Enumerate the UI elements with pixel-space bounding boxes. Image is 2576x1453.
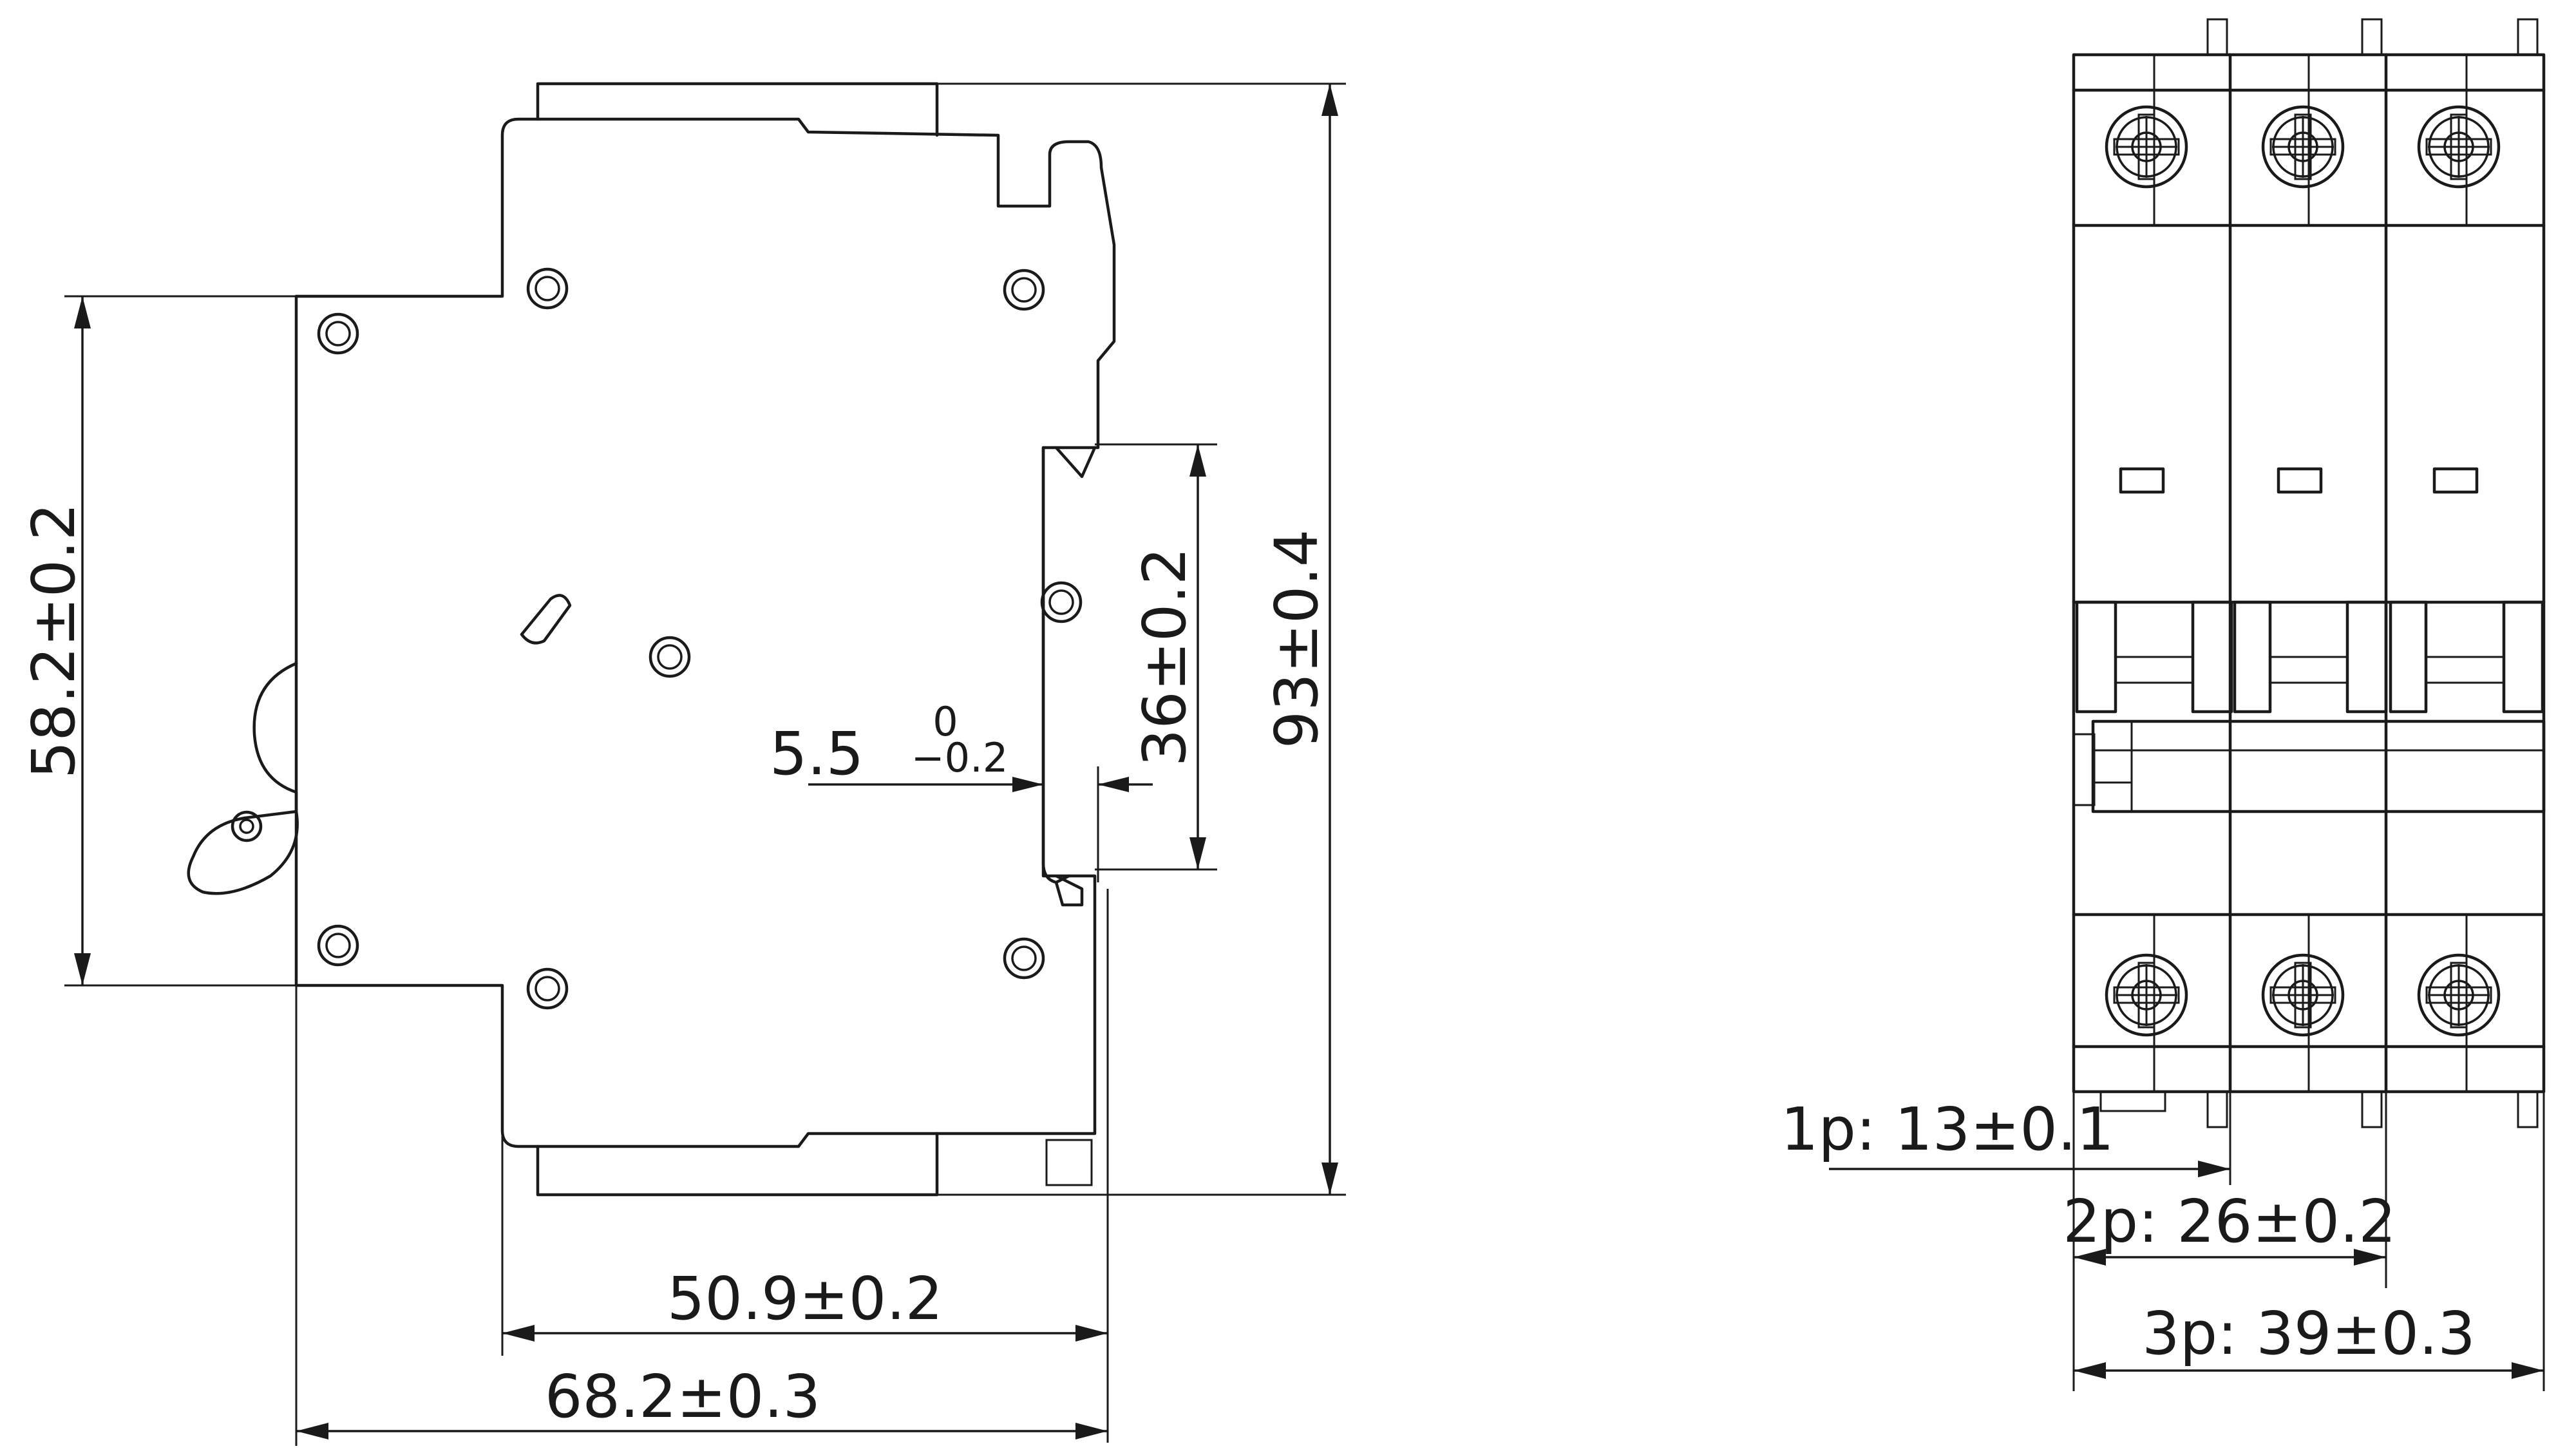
front-toggle-handles	[2075, 600, 2544, 714]
rivet	[1005, 271, 1043, 309]
side-top-cap	[536, 82, 939, 137]
side-rail-clip	[1041, 446, 1071, 884]
dim-rail-height-label: 36±0.2	[1130, 547, 1199, 766]
handle-tie-bar	[2091, 719, 2546, 813]
rivet	[319, 314, 357, 353]
dim-rail-depth-label: 5.5	[770, 719, 864, 788]
indicator-window	[2432, 467, 2479, 494]
dim-width-2p-label: 2p: 26±0.2	[2063, 1187, 2396, 1256]
dim-depth-body-label: 50.9±0.2	[667, 1264, 943, 1333]
rivet	[528, 969, 567, 1008]
dim-width-1p: 1p: 13±0.1	[1781, 1092, 2231, 1185]
screw-terminal	[2263, 955, 2343, 1035]
handle-pivot	[231, 810, 263, 842]
dim-depth-body: 50.9±0.2	[501, 889, 1109, 1443]
dim-height-mount-label: 58.2±0.2	[19, 503, 88, 779]
dim-rail-depth-tol-upper: 0	[933, 698, 958, 745]
dim-height-total: 93±0.4	[1262, 84, 1338, 1195]
rivet	[650, 638, 689, 676]
screw-terminal	[2107, 955, 2186, 1035]
rivet	[528, 269, 567, 308]
dim-width-3p-label: 3p: 39±0.3	[2142, 1299, 2476, 1368]
side-bottom-cap	[536, 1132, 939, 1197]
side-view: 93±0.4 58.2±0.2 36±0.2 5.5	[19, 82, 1346, 1446]
dim-depth-total-label: 68.2±0.3	[545, 1362, 820, 1431]
front-view: 1p: 13±0.1 2p: 26±0.2 3p: 39±0.3	[1781, 18, 2546, 1391]
dim-width-3p: 3p: 39±0.3	[2074, 1092, 2545, 1391]
indicator-window	[2277, 467, 2323, 494]
dim-height-total-label: 93±0.4	[1262, 529, 1331, 748]
dim-rail-depth: 5.5 0 −0.2	[770, 698, 1153, 882]
dim-rail-depth-tol-lower: −0.2	[911, 734, 1009, 781]
side-body-outline	[294, 117, 1116, 1148]
rivet	[1042, 583, 1081, 622]
side-indicator-slot	[520, 594, 572, 645]
screw-terminal	[2419, 107, 2499, 187]
dim-width-1p-label: 1p: 13±0.1	[1781, 1095, 2114, 1164]
dim-height-mount: 58.2±0.2	[19, 295, 502, 987]
dim-depth-total: 68.2±0.3	[295, 985, 1108, 1446]
rivet	[319, 926, 357, 965]
indicator-window	[2119, 467, 2165, 494]
side-toggle-handle	[187, 661, 299, 895]
screw-terminal	[2419, 955, 2499, 1035]
dim-width-2p: 2p: 26±0.2	[2063, 1092, 2396, 1391]
screw-terminal	[2263, 107, 2343, 187]
dim-rail-height: 36±0.2	[1095, 443, 1217, 871]
screw-terminal	[2107, 107, 2186, 187]
rivet	[1005, 939, 1043, 978]
